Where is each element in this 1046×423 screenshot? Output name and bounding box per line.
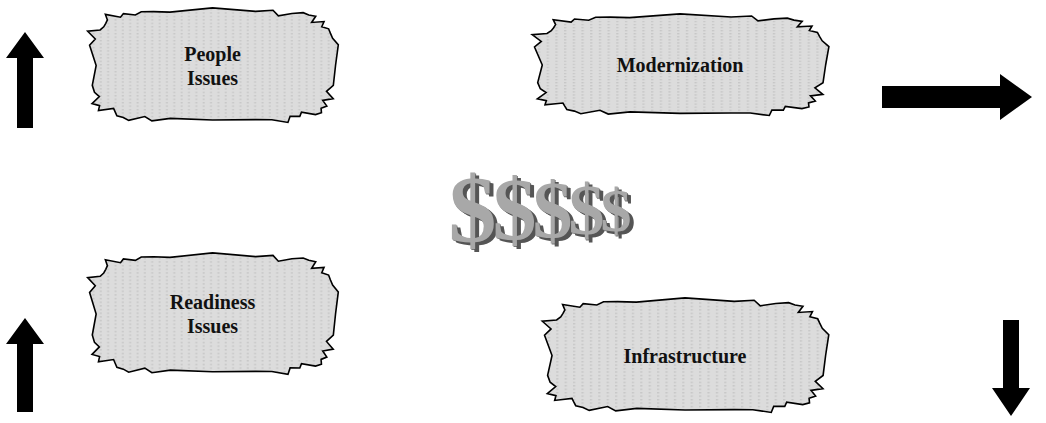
- dollar-symbol: $: [601, 179, 632, 241]
- dollar-symbol: $: [533, 170, 573, 250]
- cloud-node: Readiness Issues: [90, 253, 335, 375]
- cloud-node: People Issues: [90, 8, 335, 123]
- cloud-node: Modernization: [535, 14, 825, 116]
- dollar-row: $$$$$: [330, 150, 750, 270]
- node-label: Modernization: [617, 53, 744, 77]
- up-arrow: [6, 318, 44, 412]
- node-label: People Issues: [168, 42, 258, 90]
- cloud-outline: [90, 253, 335, 375]
- node-label: Infrastructure: [624, 344, 747, 368]
- cloud-node: Infrastructure: [545, 298, 825, 413]
- dollar-symbol: $: [569, 174, 605, 246]
- down-arrow: [992, 320, 1030, 416]
- dollar-symbol: $: [449, 162, 497, 258]
- dollar-symbol: $: [493, 166, 537, 254]
- right-arrow: [882, 74, 1032, 120]
- node-label: Readiness Issues: [158, 290, 268, 338]
- up-arrow: [6, 32, 44, 128]
- cloud-outline: [90, 8, 335, 123]
